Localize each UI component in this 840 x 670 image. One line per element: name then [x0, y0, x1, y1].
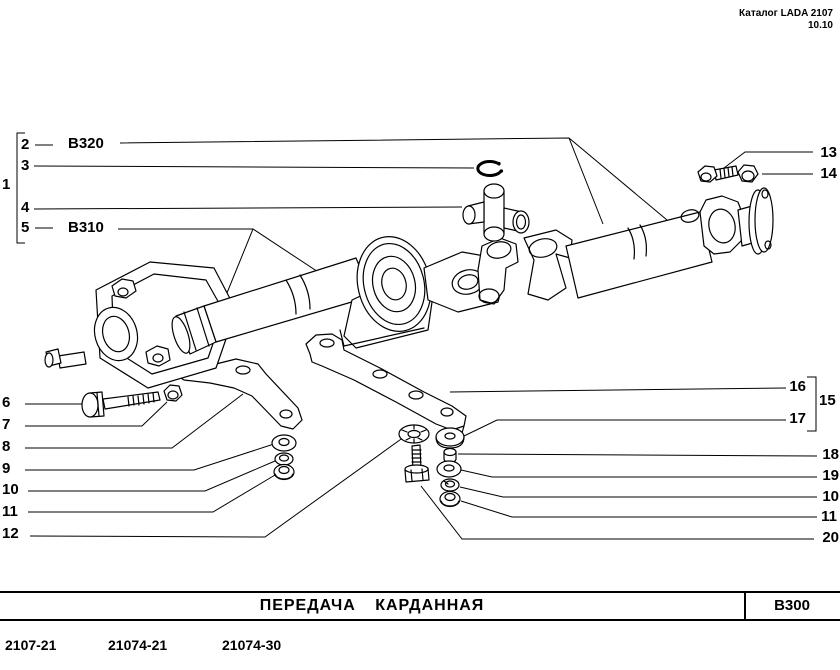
spider-joint — [462, 183, 530, 242]
callout-8: 8 — [2, 438, 11, 455]
catalog-title: Каталог LADA 2107 — [739, 8, 833, 19]
callout-20: 20 — [822, 529, 839, 546]
callout-5: 5 — [21, 219, 30, 236]
callout-16: 16 — [789, 378, 806, 395]
callout-11-left: 11 — [2, 503, 18, 520]
callout-1: 1 — [2, 176, 11, 193]
page-header: Каталог LADA 2107 10.10 — [739, 8, 833, 32]
callout-17: 17 — [789, 410, 806, 427]
callout-6: 6 — [2, 394, 11, 411]
callout-9: 9 — [2, 460, 11, 477]
callout-13: 13 — [820, 144, 837, 161]
leader-lines — [16, 132, 818, 540]
callout-11-right: 11 — [821, 508, 837, 525]
sliding-yoke — [477, 237, 519, 305]
rear-driveshaft — [523, 187, 774, 301]
callout-2: 2 — [21, 136, 30, 153]
model-2107-21: 2107-21 — [5, 637, 57, 653]
washer-stack-left — [271, 434, 297, 481]
center-bearing-support — [339, 236, 505, 349]
model-21074-21: 21074-21 — [108, 637, 168, 653]
flexible-coupling — [44, 261, 237, 389]
footer-rule-top — [0, 591, 840, 593]
callout-3: 3 — [21, 157, 30, 174]
flange-bolt — [697, 165, 739, 183]
page-number: 10.10 — [807, 20, 833, 31]
crossmember — [305, 333, 467, 438]
footer-rule-bottom — [0, 619, 840, 621]
bracket-nut — [163, 384, 183, 402]
section-title: ПЕРЕДАЧА КАРДАННАЯ — [259, 597, 485, 614]
callout-12: 12 — [2, 525, 19, 542]
callout-10-right: 10 — [822, 488, 839, 505]
center-mount-stack — [398, 424, 465, 508]
callout-b310: B310 — [68, 219, 104, 236]
flange-nut — [737, 164, 759, 183]
section-code: B300 — [774, 597, 810, 614]
bracket-bolt — [81, 391, 161, 418]
callout-b320: B320 — [68, 135, 104, 152]
callout-15: 15 — [819, 392, 836, 409]
footer-divider — [744, 591, 746, 621]
callout-10-left: 10 — [2, 481, 19, 498]
model-21074-30: 21074-30 — [222, 637, 282, 653]
callout-18: 18 — [822, 446, 839, 463]
callout-4: 4 — [21, 199, 30, 216]
callout-7: 7 — [2, 416, 11, 433]
callout-19: 19 — [822, 467, 839, 484]
circlip — [476, 160, 504, 177]
callout-14: 14 — [820, 165, 837, 182]
